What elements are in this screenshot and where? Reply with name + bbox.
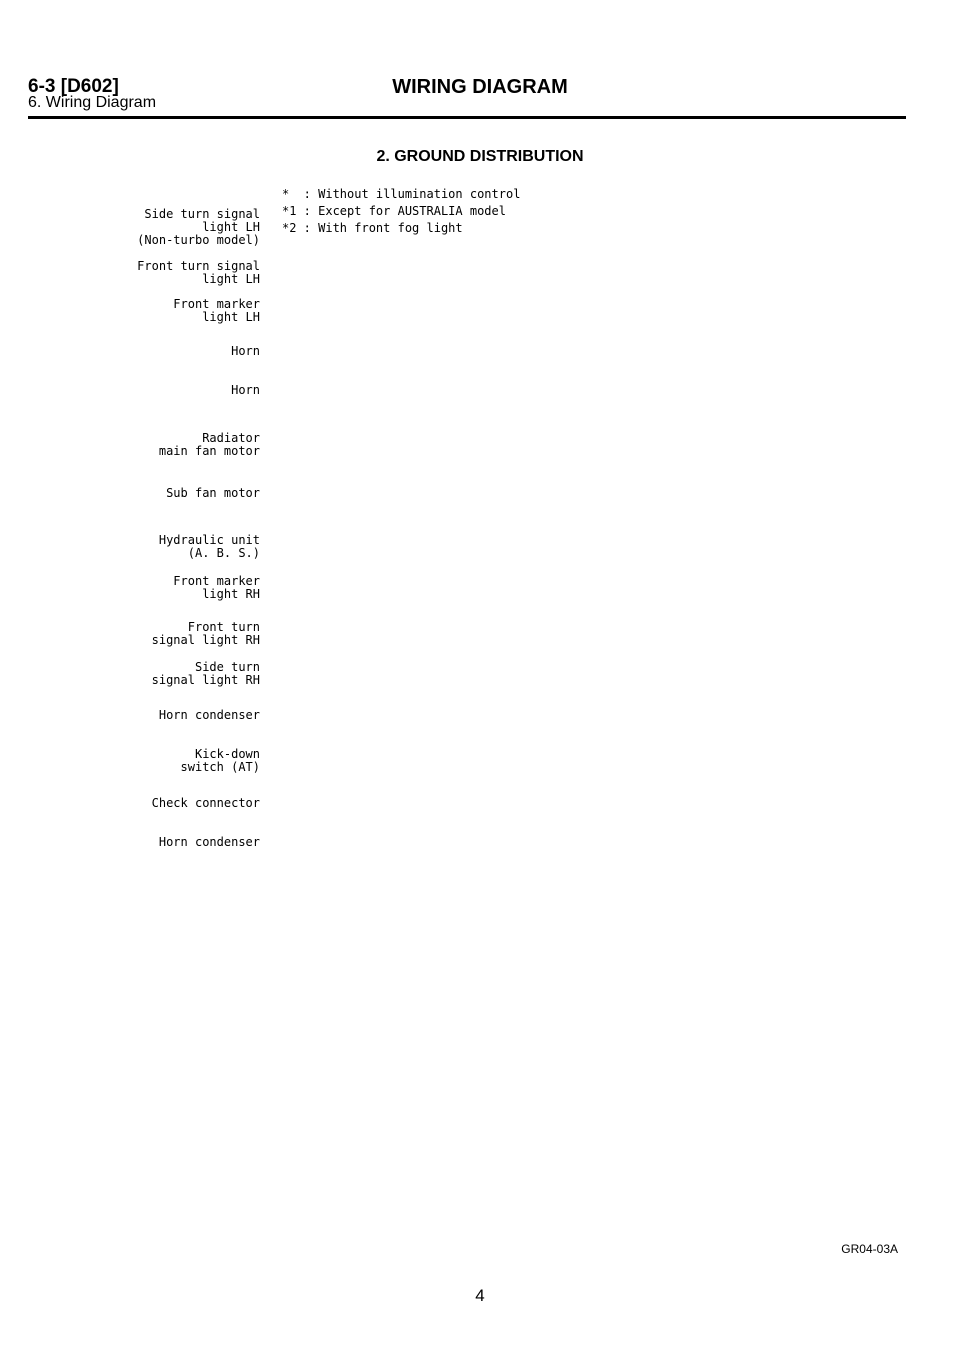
page-header-title: WIRING DIAGRAM xyxy=(392,76,568,98)
component-label: Hydraulic unit (A. B. S.) xyxy=(158,533,260,560)
component-label: Side turn signal light RH xyxy=(151,660,260,687)
page-number: 4 xyxy=(475,1286,485,1305)
component-label: Front marker light RH xyxy=(173,574,260,601)
legend-line: *1 : Except for AUSTRALIA model xyxy=(282,204,506,218)
figure-code: GR04-03A xyxy=(841,1242,898,1256)
section-id: 6-3 [D602] xyxy=(28,76,119,97)
legend-line: * : Without illumination control xyxy=(282,187,521,201)
component-label: Front marker light LH xyxy=(173,297,260,324)
component-label: Kick-down switch (AT) xyxy=(180,747,260,774)
component-label: Front turn signal light RH xyxy=(151,620,260,647)
component-label: Horn condenser xyxy=(158,708,260,722)
section-name: 6. Wiring Diagram xyxy=(28,94,157,111)
component-label: Horn condenser xyxy=(158,835,260,849)
diagram-title: 2. GROUND DISTRIBUTION xyxy=(376,148,584,165)
legend-line: *2 : With front fog light xyxy=(282,221,463,235)
header-rule xyxy=(28,116,906,119)
component-label: Check connector xyxy=(151,796,260,810)
component-label: Sub fan motor xyxy=(166,486,260,500)
component-label: Front turn signal light LH xyxy=(137,259,260,286)
component-label: Horn xyxy=(231,383,260,397)
component-label: Radiator main fan motor xyxy=(158,431,260,458)
component-label: Side turn signal light LH (Non-turbo mod… xyxy=(137,207,260,247)
component-label: Horn xyxy=(231,344,260,358)
